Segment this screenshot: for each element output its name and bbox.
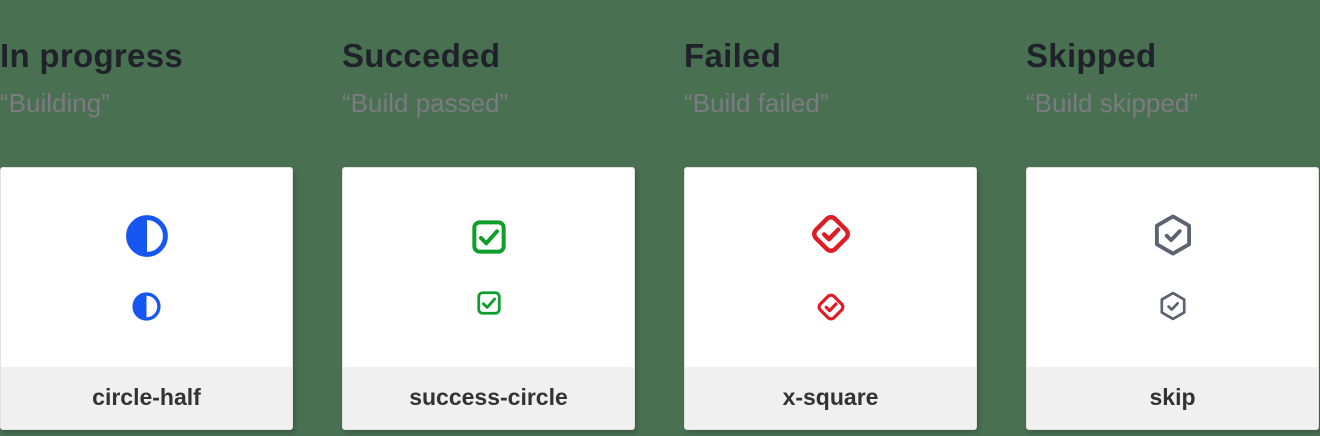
circle-half-icon-large	[125, 214, 168, 257]
check-diamond-icon-large	[811, 215, 850, 254]
status-message: “Build failed”	[684, 87, 829, 118]
status-message: “Building”	[0, 87, 110, 118]
icon-name-label: skip	[1149, 384, 1196, 411]
icon-card-success-circle[interactable]: success-circle	[342, 166, 635, 430]
status-column-skipped: Skipped “Build skipped” skip	[1026, 0, 1319, 436]
icon-preview-area	[343, 168, 634, 367]
circle-half-icon-small	[132, 292, 161, 321]
icon-name-footer: x-square	[685, 366, 976, 429]
check-hexagon-icon-small	[1159, 292, 1186, 321]
icon-preview-area	[1, 168, 292, 367]
status-title: Failed	[684, 37, 782, 74]
icon-preview-area	[685, 168, 976, 367]
icon-name-label: success-circle	[409, 384, 568, 411]
icon-card-x-square[interactable]: x-square	[684, 166, 977, 430]
icon-name-footer: success-circle	[343, 366, 634, 429]
check-square-icon-small	[476, 291, 501, 315]
icon-card-circle-half[interactable]: circle-half	[0, 166, 293, 430]
status-title: Skipped	[1026, 37, 1157, 74]
status-title: In progress	[0, 37, 184, 74]
status-title: Succeded	[342, 37, 501, 74]
status-column-in-progress: In progress “Building” circle-half	[0, 0, 293, 436]
check-square-icon-large	[471, 220, 506, 254]
icon-name-footer: circle-half	[1, 366, 292, 429]
check-hexagon-icon-large	[1154, 214, 1191, 256]
status-message: “Build passed”	[342, 87, 509, 118]
status-column-succeded: Succeded “Build passed” success-circle	[342, 0, 635, 436]
icon-card-skip[interactable]: skip	[1026, 166, 1319, 430]
icon-preview-area	[1027, 168, 1318, 367]
status-message: “Build skipped”	[1026, 87, 1198, 118]
icon-name-label: circle-half	[92, 384, 201, 411]
icon-name-label: x-square	[782, 384, 879, 411]
icon-name-footer: skip	[1027, 366, 1318, 429]
status-column-failed: Failed “Build failed” x-square	[684, 0, 977, 436]
check-diamond-icon-small	[817, 293, 844, 321]
